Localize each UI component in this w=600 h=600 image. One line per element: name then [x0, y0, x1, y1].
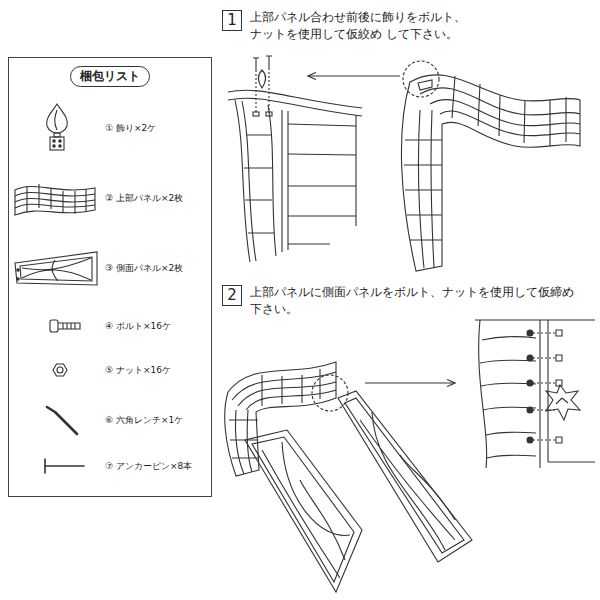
step-instruction: 上部パネル合わせ前後に飾りをボルト、ナットを使用して仮絞め して下さい。 — [250, 9, 590, 42]
side-panel-icon — [17, 278, 19, 280]
joint-detail — [475, 320, 595, 468]
joint-detail — [527, 380, 533, 386]
nut-icon — [53, 364, 67, 376]
joint-detail — [548, 320, 595, 462]
step-number-box: 2 — [222, 285, 242, 306]
joint-detail — [527, 437, 533, 443]
top-panel-drawing — [404, 140, 442, 240]
parts-list-panel: ① 飾り×2ケ ② 上部パネル×2枚 ③ 側面パネル×2枚 ④ ボルト×16ケ ⑤ ナッ… — [8, 57, 212, 497]
railing-detail — [355, 115, 356, 226]
joint-detail — [527, 407, 533, 413]
part-list-item: ⑤ ナット×16ケ — [105, 365, 171, 377]
bolt-icon — [50, 320, 58, 332]
side-panel-drawing — [262, 442, 350, 578]
top-panel-drawing — [238, 382, 336, 406]
detail-arrow — [312, 375, 455, 411]
top-panel-icon — [27, 184, 86, 214]
side-panel-drawing — [345, 398, 464, 553]
finial-bolts — [256, 68, 269, 112]
finial-bolts — [258, 70, 266, 88]
top-panel-drawing — [452, 76, 566, 146]
railing-detail — [235, 100, 250, 262]
list-heading: 梱包リスト — [80, 69, 140, 83]
joint-detail — [556, 398, 568, 404]
finial-icon — [53, 140, 55, 142]
top-panel-drawing — [440, 111, 580, 136]
top-panel-drawing — [418, 80, 432, 90]
railing-detail — [242, 101, 256, 261]
anchor-pin-icon — [45, 459, 84, 473]
top-panel-drawing — [401, 75, 580, 271]
finial-icon — [47, 104, 68, 150]
side-panel-drawing — [252, 437, 354, 582]
railing-detail — [228, 98, 362, 116]
detail-arrow — [403, 61, 439, 97]
finial-icon — [50, 137, 64, 150]
part-list-item: ④ ボルト×16ケ — [105, 321, 171, 333]
bolt-icon — [63, 323, 75, 329]
finial-bolts — [253, 112, 259, 116]
detail-arrow — [365, 382, 455, 383]
finial-icon — [55, 110, 57, 130]
top-panel-icon — [15, 184, 95, 215]
hex-wrench-icon — [47, 407, 77, 434]
side-panel-icon — [15, 252, 97, 285]
top-panel-drawing — [418, 110, 434, 268]
joint-detail — [527, 355, 533, 361]
finial-bolts — [253, 56, 272, 70]
joint-detail — [527, 330, 533, 336]
step-number-box: 1 — [222, 10, 242, 31]
detail-arrow — [308, 61, 439, 97]
nut-icon — [57, 367, 63, 373]
top-panel-drawing — [246, 390, 336, 410]
joint-detail — [475, 319, 595, 320]
bolt-icon — [50, 320, 80, 332]
part-list-item: ⑥ 六角レンチ×1ケ — [105, 415, 183, 427]
anchor-pin-icon — [45, 465, 84, 467]
side-panel-drawing — [245, 391, 472, 592]
step-instruction: 上部パネルに側面パネルをボルト、ナットを使用して仮締め 下さい。 — [250, 284, 590, 317]
side-panel-icon — [22, 258, 91, 281]
side-panel-drawing — [338, 391, 472, 562]
step-number: 1 — [227, 12, 237, 29]
joint-detail — [540, 320, 548, 468]
railing-detail — [228, 90, 362, 262]
finial-bolts — [266, 112, 272, 116]
top-panel-drawing — [229, 420, 258, 458]
finial-icon — [47, 104, 68, 133]
part-list-item: ⑦ アンカーピン×8本 — [105, 461, 192, 473]
side-panel-icon — [15, 252, 97, 285]
joint-detail — [479, 320, 487, 468]
part-list-item: ① 飾り×2ケ — [105, 123, 156, 135]
side-panel-icon — [20, 257, 92, 281]
railing-detail — [288, 124, 356, 244]
part-list-item: ② 上部パネル×2枚 — [105, 193, 183, 205]
list-heading-pill: 梱包リスト — [70, 66, 150, 87]
detail-arrow — [312, 375, 348, 411]
step-number: 2 — [227, 287, 237, 304]
railing-detail — [282, 110, 288, 252]
joint-detail — [533, 333, 556, 440]
bolt-icon — [58, 323, 80, 329]
top-panel-drawing — [401, 75, 580, 271]
side-panel-icon — [17, 269, 19, 271]
side-panel-drawing — [360, 412, 455, 550]
side-panel-drawing — [245, 430, 362, 592]
detail-arrow — [308, 75, 400, 76]
finial-icon — [54, 133, 60, 137]
nut-icon — [53, 364, 67, 376]
railing-detail — [244, 135, 274, 233]
top-panel-drawing — [262, 369, 320, 406]
finial-icon — [59, 145, 61, 147]
finial-icon — [53, 145, 55, 147]
joint-detail — [480, 337, 536, 458]
joint-detail — [546, 385, 580, 420]
finial-icon — [59, 140, 61, 142]
part-list-item: ③ 側面パネル×2枚 — [105, 263, 183, 275]
hex-wrench-icon — [47, 407, 77, 434]
finial-bolts — [253, 56, 272, 116]
